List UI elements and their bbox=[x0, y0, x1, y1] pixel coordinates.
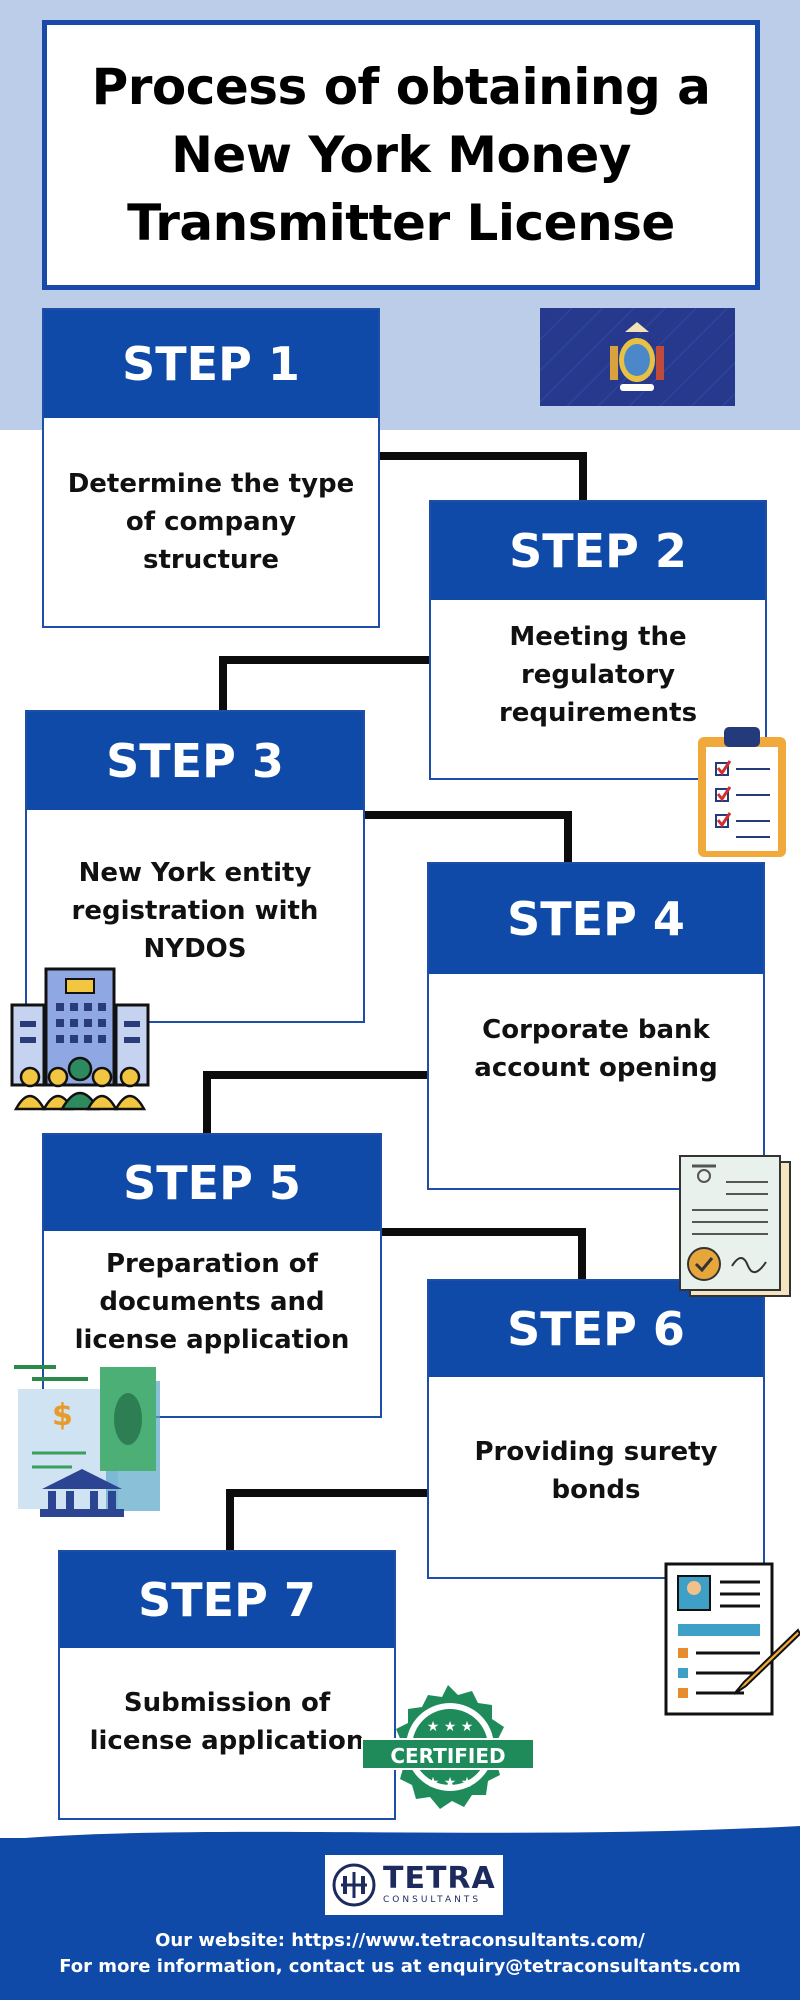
step-5-card: STEP 5 Preparation of documents and lice… bbox=[42, 1133, 382, 1418]
step-1-text: Determine the type of company structure bbox=[67, 469, 355, 575]
step-4-card: STEP 4 Corporate bank account opening bbox=[427, 862, 765, 1190]
connector-1-2 bbox=[378, 452, 587, 460]
money-bank-icon: $ bbox=[12, 1363, 162, 1519]
step-5-text: Preparation of documents and license app… bbox=[74, 1249, 350, 1355]
logo-text: TETRA CONSULTANTS bbox=[383, 1864, 496, 1906]
step-4-label: STEP 4 bbox=[429, 864, 763, 974]
step-7-text: Submission of license application bbox=[89, 1688, 365, 1756]
title-box: Process of obtaining a New York Money Tr… bbox=[42, 20, 760, 290]
tetra-logo-icon bbox=[332, 1863, 376, 1907]
footer-website[interactable]: Our website: https://www.tetraconsultant… bbox=[155, 1930, 645, 1951]
step-1-card: STEP 1 Determine the type of company str… bbox=[42, 308, 380, 628]
connector-5-6-down bbox=[578, 1228, 586, 1280]
tetra-logo[interactable]: TETRA CONSULTANTS bbox=[325, 1855, 503, 1915]
connector-2-3-down bbox=[219, 656, 227, 714]
step-6-text: Providing surety bonds bbox=[474, 1437, 718, 1505]
office-building-people-icon bbox=[8, 965, 152, 1113]
connector-1-2-down bbox=[579, 452, 587, 504]
connector-3-4-down bbox=[564, 811, 572, 863]
step-2-card: STEP 2 Meeting the regulatory requiremen… bbox=[429, 500, 767, 780]
certified-seal: CERTIFIED ★ ★ ★ ★ ★ ★ bbox=[360, 1683, 536, 1831]
contract-pen-icon bbox=[664, 1562, 800, 1716]
step-6-card: STEP 6 Providing surety bonds bbox=[427, 1279, 765, 1579]
connector-6-7-down bbox=[226, 1489, 234, 1551]
connector-5-6 bbox=[381, 1228, 586, 1236]
step-2-text: Meeting the regulatory requirements bbox=[498, 622, 698, 728]
step-1-label: STEP 1 bbox=[44, 310, 378, 418]
seal-text: CERTIFIED bbox=[390, 1744, 505, 1768]
connector-4-5 bbox=[203, 1071, 428, 1079]
connector-2-3 bbox=[219, 656, 429, 664]
page-title: Process of obtaining a New York Money Tr… bbox=[91, 58, 711, 252]
step-3-label: STEP 3 bbox=[27, 712, 363, 810]
svg-text:★ ★ ★: ★ ★ ★ bbox=[427, 1719, 474, 1735]
logo-sub-text: CONSULTANTS bbox=[383, 1895, 482, 1905]
svg-text:★ ★ ★: ★ ★ ★ bbox=[427, 1775, 474, 1791]
step-5-label: STEP 5 bbox=[44, 1135, 380, 1231]
svg-text:$: $ bbox=[52, 1398, 73, 1433]
new-york-flag-icon bbox=[540, 308, 735, 406]
footer-contact[interactable]: For more information, contact us at enqu… bbox=[59, 1956, 741, 1977]
step-3-text: New York entity registration with NYDOS bbox=[71, 858, 319, 964]
step-4-text: Corporate bank account opening bbox=[474, 1015, 718, 1083]
logo-main-text: TETRA bbox=[383, 1861, 496, 1896]
certificate-document-icon bbox=[676, 1154, 794, 1300]
connector-4-5-down bbox=[203, 1071, 211, 1135]
connector-6-7 bbox=[226, 1489, 428, 1497]
step-2-label: STEP 2 bbox=[431, 502, 765, 600]
checklist-clipboard-icon bbox=[694, 725, 790, 861]
step-7-label: STEP 7 bbox=[60, 1552, 394, 1648]
step-7-card: STEP 7 Submission of license application bbox=[58, 1550, 396, 1820]
connector-3-4 bbox=[363, 811, 572, 819]
